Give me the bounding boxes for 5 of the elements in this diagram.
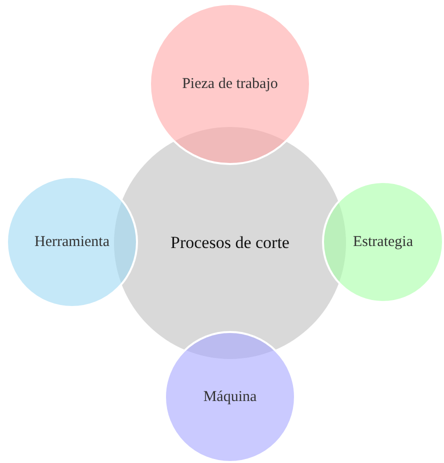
circle-label: Estrategia [353, 232, 413, 252]
circle-label: Procesos de corte [170, 232, 290, 254]
circle-label: Pieza de trabajo [182, 74, 278, 94]
circle-label: Máquina [203, 388, 257, 407]
circle-label: Herramienta [34, 232, 110, 252]
